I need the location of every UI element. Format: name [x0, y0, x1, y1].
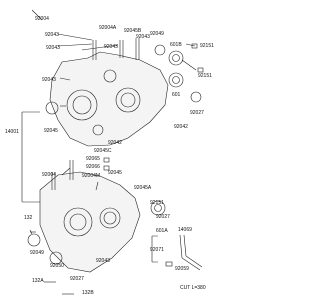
label-92043-e: 92043: [42, 77, 56, 83]
breather-hose-14069: [179, 234, 201, 271]
label-92043-f: 92043: [96, 258, 110, 264]
label-92045a: 92045A: [134, 185, 152, 191]
upper-small-bore: [103, 69, 117, 83]
plug-92065: [103, 157, 110, 163]
label-92043-c: 92043: [104, 44, 118, 50]
label-92043-a: 92043: [45, 32, 59, 38]
label-92027-c: 92027: [70, 276, 84, 282]
exploded-parts-diagram: 92004 92004A 92043 92045B 92049 92043 92…: [5, 9, 214, 296]
label-92045: 92045: [44, 128, 58, 134]
oil-seal-92045c: [92, 124, 104, 136]
label-92066: 92066: [86, 164, 100, 170]
label-92042-a: 92042: [174, 124, 188, 130]
oil-seal-92049: [154, 44, 166, 56]
label-92004m: 92004M: [82, 173, 101, 179]
plug-92066: [103, 165, 110, 171]
label-92004-top: 92004: [35, 16, 49, 22]
label-14069: 14069: [178, 227, 192, 233]
upper-main-bearing-bore: [66, 89, 98, 121]
label-92050: 92050: [50, 263, 64, 269]
bearing-601a: [150, 200, 166, 216]
label-92059: 92059: [175, 266, 189, 272]
label-92049: 92049: [150, 31, 164, 37]
oil-seal-92027: [190, 91, 202, 103]
label-92049-b: 92049: [30, 250, 44, 256]
label-92071: 92071: [150, 247, 164, 253]
bearing-92050: [49, 251, 63, 265]
label-92027-b: 92027: [156, 214, 170, 220]
label-92045-b: 92045: [108, 170, 122, 176]
assembly-bracket-14001: [21, 111, 40, 203]
clamp-92151-b: [197, 67, 204, 73]
label-92004a: 92004A: [99, 25, 117, 31]
upper-crankcase-half: [49, 51, 169, 147]
label-cut-note: CUT L=380: [180, 285, 206, 291]
label-92045c: 92045C: [94, 148, 112, 154]
label-92065: 92065: [86, 156, 100, 162]
diagram-drawing: [21, 9, 204, 295]
label-601b: 601B: [170, 42, 182, 48]
bearing-601b: [168, 50, 184, 66]
label-92043-b: 92043: [136, 34, 150, 40]
label-92151-c: 92151: [150, 200, 164, 206]
label-92004-mid: 92004: [42, 172, 56, 178]
lower-secondary-bore: [99, 207, 121, 229]
label-92151-b: 92151: [198, 73, 212, 79]
lower-main-bearing-bore: [63, 207, 93, 237]
bearing-601: [168, 72, 184, 88]
label-92027: 92027: [190, 110, 204, 116]
upper-secondary-bore: [115, 87, 141, 113]
fitting-92059: [165, 261, 173, 267]
label-92151-a: 92151: [200, 43, 214, 49]
label-92045b: 92045B: [124, 28, 142, 34]
label-92043-d: 92043: [46, 45, 60, 51]
label-601a: 601A: [156, 228, 168, 234]
clamp-92151: [191, 43, 198, 49]
label-132a: 132A: [32, 278, 44, 284]
oil-seal-92049-lower: [27, 233, 41, 247]
label-14001: 14001: [5, 129, 19, 135]
label-132: 132: [24, 215, 33, 221]
label-92042-b: 92042: [108, 140, 122, 146]
label-132b: 132B: [82, 290, 94, 296]
label-601: 601: [172, 92, 181, 98]
oil-seal-92045: [45, 101, 59, 115]
